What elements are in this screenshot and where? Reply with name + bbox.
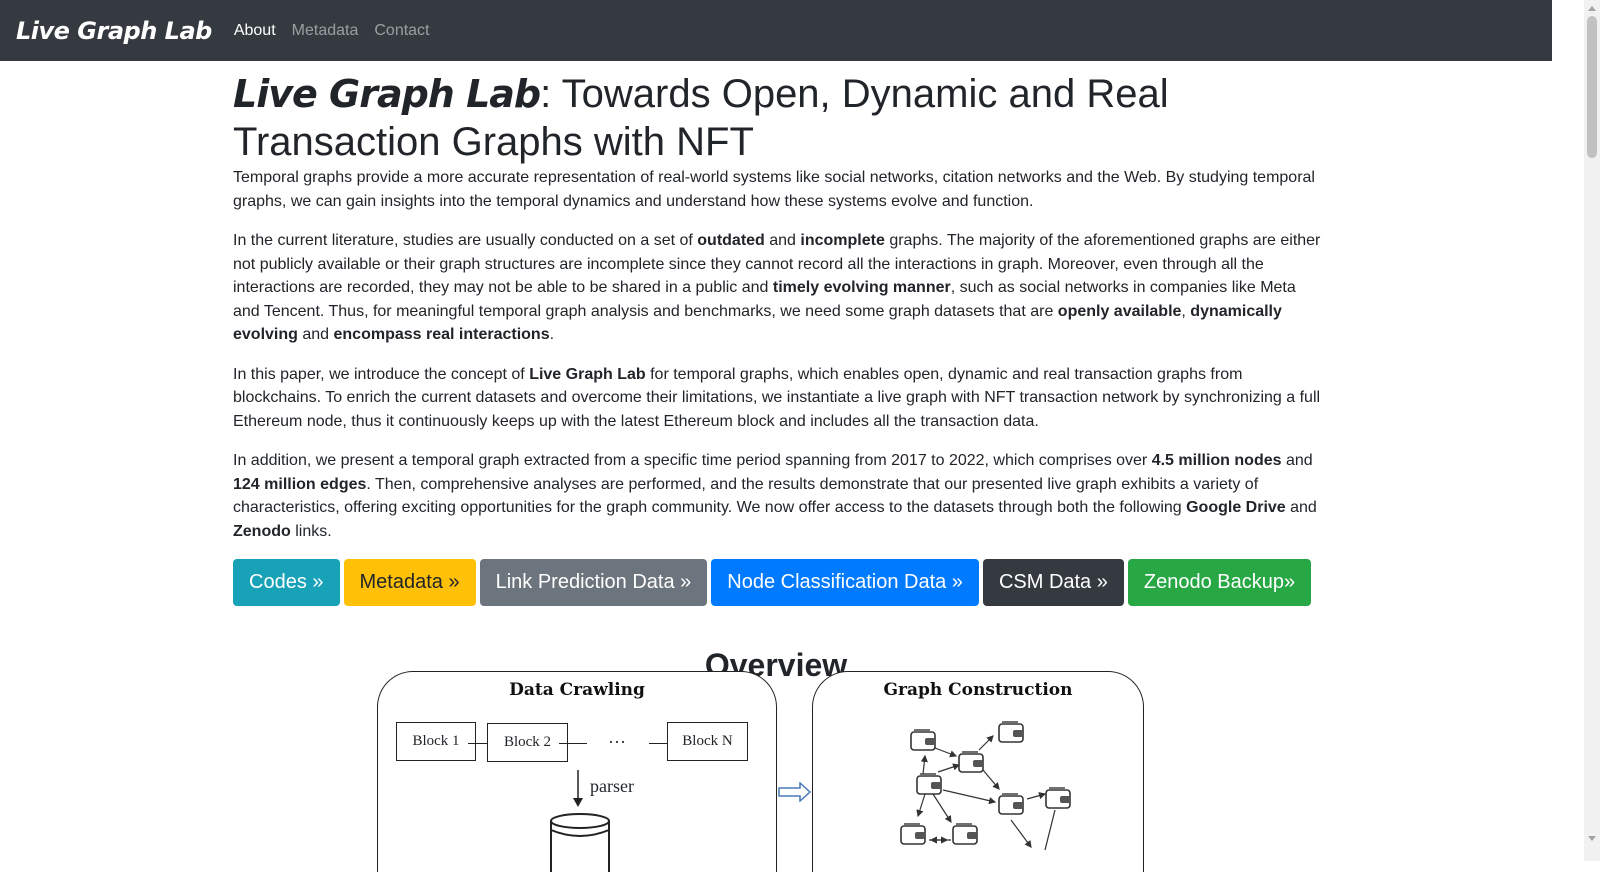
- node-classification-data-button[interactable]: Node Classification Data »: [711, 559, 979, 606]
- bold-text: timely evolving manner: [772, 279, 951, 296]
- scroll-down-arrow-icon[interactable]: [1588, 836, 1596, 841]
- parser-arrow-icon: [573, 770, 583, 807]
- bold-text: dynamically evolving: [233, 302, 1282, 344]
- title-rest: : Towards Open, Dynamic and Real Transac…: [233, 72, 1169, 164]
- main-content: Live Graph Lab: Towards Open, Dynamic an…: [233, 70, 1323, 606]
- text-run: .: [549, 326, 555, 343]
- overview-figure: Data Crawling Block 1 Block 2 ··· Block …: [376, 670, 1146, 872]
- text-run: links.: [290, 522, 332, 540]
- block-link-line: [649, 743, 671, 744]
- block-2: Block 2: [487, 723, 568, 762]
- nav-link-about[interactable]: About: [233, 21, 276, 39]
- link-prediction-data-button[interactable]: Link Prediction Data »: [479, 559, 708, 606]
- nav-link-contact[interactable]: Contact: [374, 21, 430, 39]
- codes-button[interactable]: Codes »: [233, 559, 340, 606]
- pipeline-arrow-icon: [778, 782, 812, 802]
- page-scrollbar[interactable]: [1584, 0, 1600, 861]
- bold-text: 124 million edges: [233, 475, 367, 493]
- nav-link-metadata[interactable]: Metadata: [291, 21, 359, 39]
- bold-text: Zenodo: [233, 522, 291, 540]
- literature-paragraph: In the current literature, studies are u…: [233, 229, 1323, 347]
- text-run: and: [297, 326, 334, 343]
- text-run: for temporal graphs, which enables open,…: [233, 365, 1321, 430]
- page-title: Live Graph Lab: Towards Open, Dynamic an…: [233, 70, 1323, 166]
- concept-paragraph: In this paper, we introduce the concept …: [233, 363, 1323, 434]
- navbar-brand[interactable]: Live Graph Lab: [16, 16, 212, 45]
- csm-data-button[interactable]: CSM Data »: [982, 559, 1124, 606]
- nav-links: About Metadata Contact: [234, 22, 446, 40]
- text-run: , such as social networks in companies l…: [233, 279, 1296, 320]
- scroll-up-arrow-icon[interactable]: [1588, 6, 1596, 11]
- transaction-graph-icon: [900, 721, 1071, 851]
- bold-text: Live Graph Lab: [529, 365, 646, 383]
- bold-text: openly available: [1057, 302, 1182, 320]
- title-brand: Live Graph Lab: [233, 72, 541, 116]
- data-crawling-panel: Data Crawling Block 1 Block 2 ··· Block …: [377, 671, 777, 872]
- metadata-button[interactable]: Metadata »: [343, 559, 476, 606]
- text-run: In addition, we present a temporal graph…: [233, 452, 1152, 469]
- database-icon: [550, 813, 610, 872]
- bold-text: Google Drive: [1186, 499, 1286, 516]
- dataset-buttons: Codes » Metadata » Link Prediction Data …: [233, 559, 1323, 606]
- text-run: graphs. The majority of the aforemention…: [233, 232, 1321, 296]
- text-run: In this paper, we introduce the concept …: [233, 365, 530, 383]
- bold-text: encompass real interactions: [333, 326, 550, 343]
- zenodo-backup-button[interactable]: Zenodo Backup»: [1127, 559, 1312, 606]
- bold-text: outdated: [697, 232, 765, 249]
- block-link-line: [559, 743, 587, 744]
- text-run: In the current literature, studies are u…: [233, 232, 698, 249]
- text-run: ,: [1181, 302, 1191, 320]
- text-run: and: [1285, 499, 1317, 516]
- graph-construction-panel: Graph Construction: [812, 671, 1144, 872]
- graph-construction-title: Graph Construction: [883, 680, 1073, 700]
- block-n: Block N: [667, 722, 748, 761]
- block-ellipsis: ···: [608, 732, 626, 752]
- top-navbar: Live Graph Lab About Metadata Contact: [0, 0, 1552, 61]
- intro-paragraph: Temporal graphs provide a more accurate …: [233, 169, 1315, 210]
- block-1: Block 1: [396, 722, 476, 761]
- text-run: . Then, comprehensive analyses are perfo…: [233, 475, 1259, 517]
- bold-text: 4.5 million nodes: [1151, 452, 1282, 469]
- data-crawling-title: Data Crawling: [509, 680, 645, 700]
- text-run: and: [764, 232, 801, 249]
- block-link-line: [468, 743, 498, 744]
- scroll-thumb[interactable]: [1587, 16, 1597, 158]
- text-run: and: [1281, 452, 1313, 469]
- dataset-paragraph: In addition, we present a temporal graph…: [233, 449, 1323, 543]
- parser-label: parser: [590, 776, 634, 796]
- bold-text: incomplete: [800, 232, 885, 249]
